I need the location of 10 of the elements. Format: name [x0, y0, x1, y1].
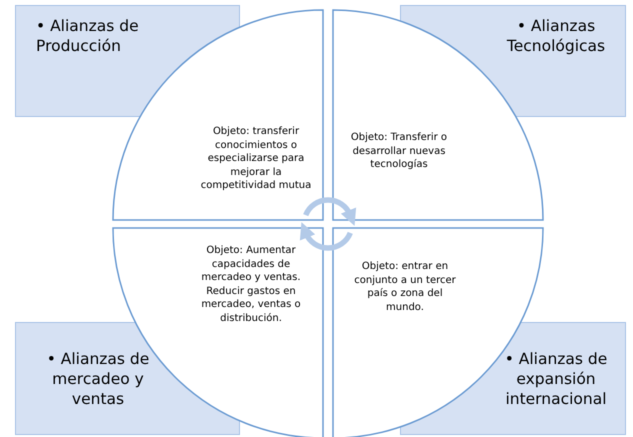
quadrant-text: Objeto: Aumentar capacidades de mercadeo y ventas. Reducir gastos en mercadeo, ventas o distribución.	[200, 244, 302, 325]
category-title: • Alianzas de mercadeo y ventas	[46, 349, 150, 409]
quadrant-text: Objeto: entrar en conjunto a un tercer país o zona del mundo.	[353, 260, 457, 314]
category-title: • Alianzas de Producción	[36, 16, 140, 56]
category-title: • Alianzas Tecnológicas	[506, 16, 606, 56]
quadrant-text: Objeto: Transferir o desarrollar nuevas tecnologías	[350, 131, 448, 172]
quadrant-text: Objeto: transferir conocimientos o especializarse para mejorar la competitividad mutua	[200, 125, 312, 192]
cycle-arrow	[300, 222, 353, 251]
cycle-arrow	[303, 197, 356, 226]
category-title: • Alianzas de expansión internacional	[504, 349, 608, 409]
